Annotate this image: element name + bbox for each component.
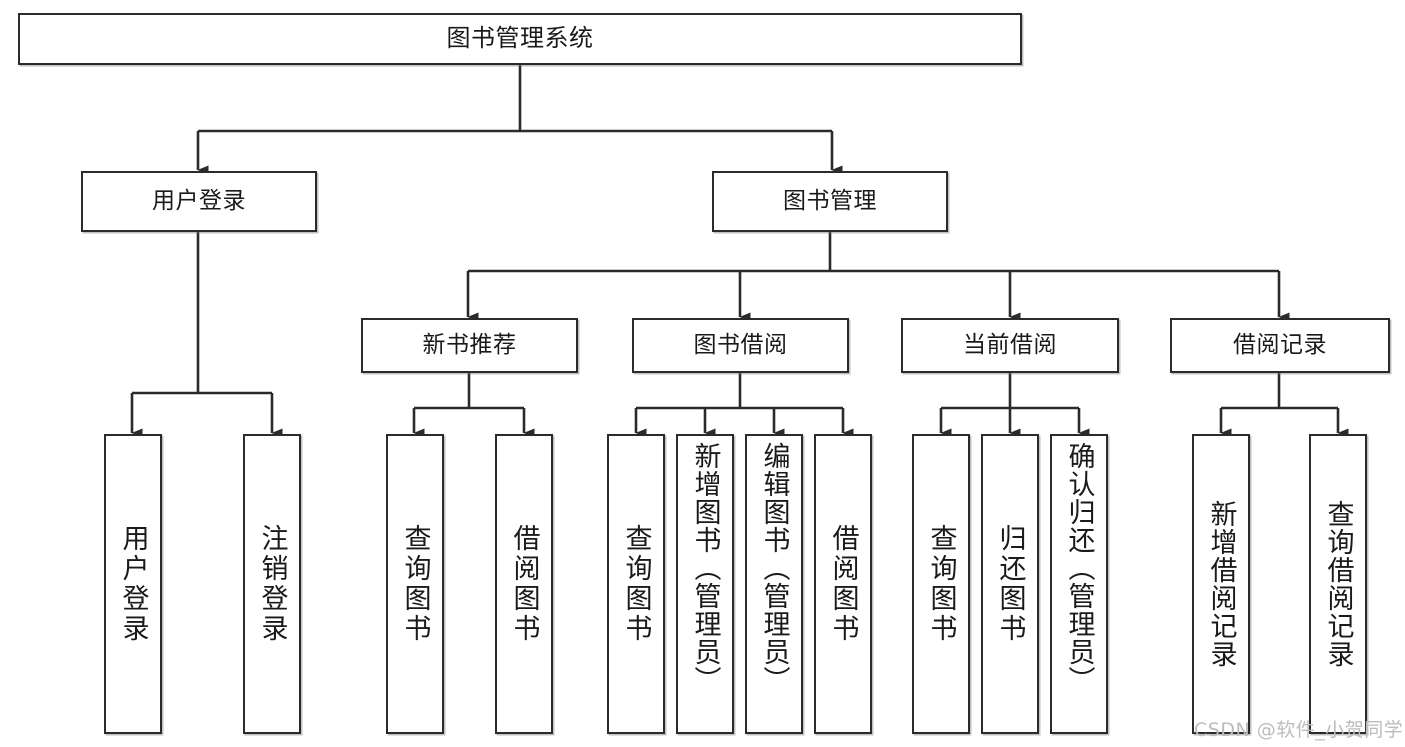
node-label: 用户登录 — [152, 188, 246, 215]
leaf-borrow-book[interactable]: 借阅图书 — [814, 434, 872, 734]
leaf-user-login[interactable]: 用户登录 — [104, 434, 162, 734]
node-book-management[interactable]: 图书管理 — [712, 171, 948, 232]
leaf-logout[interactable]: 注销登录 — [243, 434, 301, 734]
leaf-query-borrow-record[interactable]: 查询借阅记录 — [1309, 434, 1367, 734]
node-label: 借阅记录 — [1233, 332, 1327, 359]
node-label: 查询图书 — [399, 524, 431, 644]
leaf-return-book[interactable]: 归还图书 — [981, 434, 1039, 734]
leaf-add-borrow-record[interactable]: 新增借阅记录 — [1192, 434, 1250, 734]
node-current-borrow[interactable]: 当前借阅 — [901, 318, 1119, 373]
node-label: 新增借阅记录 — [1205, 500, 1237, 668]
node-user-login[interactable]: 用户登录 — [81, 171, 317, 232]
node-label: 图书管理 — [783, 188, 877, 215]
node-borrow-record[interactable]: 借阅记录 — [1170, 318, 1390, 373]
leaf-query-book-new[interactable]: 查询图书 — [386, 434, 444, 734]
node-label: 新增图书（管理员） — [689, 442, 721, 694]
node-label: 编辑图书（管理员） — [758, 442, 790, 694]
node-label: 借阅图书 — [508, 524, 540, 644]
node-label: 查询借阅记录 — [1322, 500, 1354, 668]
leaf-confirm-return-admin[interactable]: 确认归还（管理员） — [1050, 434, 1108, 734]
leaf-edit-book-admin[interactable]: 编辑图书（管理员） — [745, 434, 803, 734]
node-label: 注销登录 — [256, 524, 288, 644]
node-label: 用户登录 — [117, 524, 149, 644]
node-book-borrow[interactable]: 图书借阅 — [632, 318, 849, 373]
leaf-borrow-book-new[interactable]: 借阅图书 — [495, 434, 553, 734]
node-root-system[interactable]: 图书管理系统 — [18, 13, 1022, 65]
node-label: 当前借阅 — [963, 332, 1057, 359]
csdn-watermark: CSDN @软件_小贺同学 — [1194, 719, 1404, 741]
node-new-book-recommend[interactable]: 新书推荐 — [361, 318, 578, 373]
leaf-add-book-admin[interactable]: 新增图书（管理员） — [676, 434, 734, 734]
node-label: 归还图书 — [994, 524, 1026, 644]
node-label: 图书借阅 — [693, 332, 788, 359]
node-label: 查询图书 — [925, 524, 957, 644]
leaf-query-book-current[interactable]: 查询图书 — [912, 434, 970, 734]
node-label: 新书推荐 — [422, 332, 517, 359]
leaf-query-book-borrow[interactable]: 查询图书 — [607, 434, 665, 734]
node-label: 确认归还（管理员） — [1063, 442, 1095, 694]
node-label: 借阅图书 — [827, 524, 859, 644]
node-label: 图书管理系统 — [446, 24, 594, 53]
node-label: 查询图书 — [620, 524, 652, 644]
